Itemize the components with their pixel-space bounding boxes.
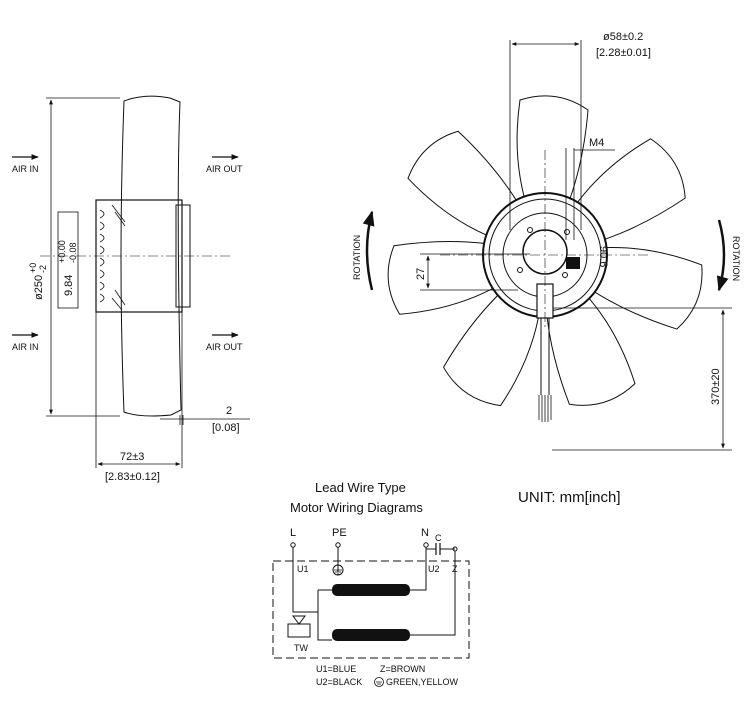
depth-mm-label: 72±3 — [120, 451, 144, 463]
terminal-PE: PE — [332, 527, 347, 539]
svg-text:9.84: 9.84 — [63, 275, 75, 296]
svg-text:-2: -2 — [38, 265, 48, 273]
terminal-L: L — [290, 527, 296, 539]
coil-main — [332, 584, 410, 596]
lead-wire — [540, 318, 550, 395]
legend-u1: U1=BLUE — [316, 664, 356, 674]
depth-in-label: [2.83±0.12] — [105, 471, 160, 483]
legend-ground: GREEN,YELLOW — [386, 677, 459, 687]
capacitor-label: C — [435, 533, 442, 543]
rotation-arrow-right — [716, 219, 729, 292]
wiring-diagram: Lead Wire Type Motor Wiring Diagrams L P… — [272, 480, 470, 687]
thread-label: M4 — [589, 137, 604, 149]
rotation-label-right: ROTATION — [731, 236, 741, 281]
label-u1: U1 — [297, 564, 309, 574]
hole-dim-right-label: 90.6 — [597, 246, 609, 267]
svg-text:-0.08: -0.08 — [68, 242, 78, 263]
label-z: Z — [452, 564, 458, 574]
coil-aux — [332, 629, 410, 641]
wiring-title-line2: Motor Wiring Diagrams — [290, 500, 423, 515]
hole-dim-left-label: 27 — [415, 268, 427, 280]
label-u2: U2 — [428, 564, 440, 574]
wiring-frame — [272, 560, 470, 659]
front-view: ø58±0.2 [2.28±0.01] M4 27 90.6 ROTATION … — [352, 31, 741, 451]
air-in-label-bottom: AIR IN — [12, 342, 39, 352]
hub-diameter-mm-label: ø58±0.2 — [603, 31, 643, 43]
legend-u2: U2=BLACK — [316, 677, 362, 687]
lead-length-label: 370±20 — [710, 368, 722, 405]
air-in-label-top: AIR IN — [12, 164, 39, 174]
side-hatching — [111, 204, 126, 311]
air-out-label-top: AIR OUT — [206, 164, 243, 174]
diameter-in-label: 9.84 +0.00 -0.08 — [57, 240, 78, 296]
unit-note: UNIT: mm[inch] — [518, 489, 621, 506]
side-motor-fins — [99, 209, 105, 303]
hub-label-plate — [566, 257, 580, 269]
thermal-label: TW — [294, 643, 308, 653]
thermal-protector — [287, 623, 311, 638]
terminal-N: N — [421, 527, 429, 539]
offset-in-label: [0.08] — [212, 422, 240, 434]
offset-mm-label: 2 — [226, 405, 232, 417]
rotation-arrow-left — [362, 210, 375, 291]
svg-text:ø250: ø250 — [33, 275, 45, 300]
wiring-title-line1: Lead Wire Type — [315, 480, 406, 495]
svg-text:+0.00: +0.00 — [57, 240, 67, 263]
rotation-label-left: ROTATION — [352, 235, 362, 280]
side-view: AIR IN AIR OUT AIR IN AIR OUT ø250 +0 -2… — [12, 95, 250, 483]
legend-z: Z=BROWN — [380, 664, 425, 674]
svg-text:+0: +0 — [28, 263, 38, 273]
diameter-mm-label: ø250 +0 -2 — [28, 263, 48, 300]
hub-diameter-in-label: [2.28±0.01] — [596, 47, 651, 59]
air-out-label-bottom: AIR OUT — [206, 342, 243, 352]
